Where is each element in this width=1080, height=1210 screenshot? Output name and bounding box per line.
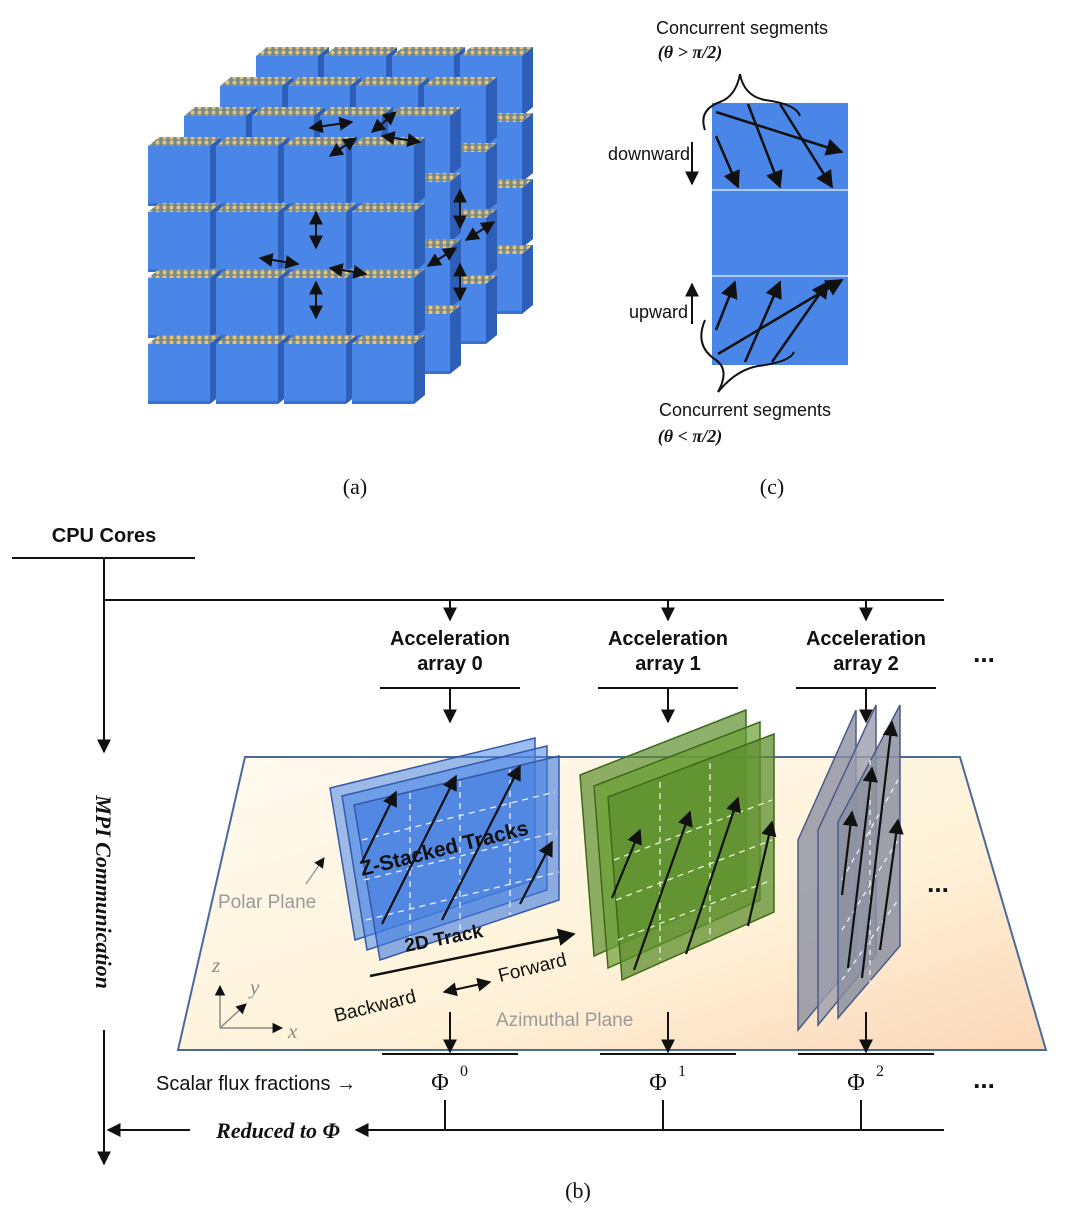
axis-y-label: y [248,975,260,999]
subdomain-block [284,269,357,338]
subdomain-block [352,137,425,206]
caption-c: (c) [760,474,784,499]
caption-b: (b) [565,1178,591,1203]
flux-index: 1 [678,1063,686,1080]
subdomain-block [148,269,221,338]
ellipsis-flux: ... [973,1064,995,1094]
array-title-line1: Acceleration [390,628,510,650]
subdomain-block [284,203,357,272]
subdomain-block [352,335,425,404]
blue-polar-plane-stack [329,737,560,961]
subdomain-block [148,203,221,272]
subdomain-block [216,203,289,272]
acceleration-array-1: Acceleration array 1 [598,600,738,724]
flux-index: 2 [876,1063,884,1080]
flux-symbol: Φ [847,1070,865,1096]
axis-x-label: x [287,1019,298,1043]
azimuthal-plane-label: Azimuthal Plane [496,1010,633,1031]
mpi-communication-label: MPI Communication [91,794,116,989]
polar-plane-label: Polar Plane [218,892,316,913]
green-polar-plane-stack [579,708,777,982]
top-segments-condition: (θ > π/2) [658,42,722,63]
reduced-to-phi-label: Reduced to Φ [215,1118,340,1143]
array-title-line2: array 2 [833,653,899,675]
subdomain-block [148,137,221,206]
flux-symbol: Φ [649,1070,667,1096]
panel-c-segments [714,103,844,363]
upward-label: upward [629,302,688,322]
ellipsis-arrays: ... [973,638,995,668]
subdomain-block [284,335,357,404]
array-title-line2: array 0 [417,653,483,675]
flux-index: 0 [460,1063,468,1080]
acceleration-array-2: Acceleration array 2 [796,600,936,724]
subdomain-block [216,137,289,206]
panel-a-arrows [258,111,496,320]
scalar-flux-label: Scalar flux fractions → [156,1073,356,1095]
subdomain-block [216,269,289,338]
acceleration-array-0: Acceleration array 0 [380,600,520,724]
cpu-cores-label: CPU Cores [52,525,156,547]
subdomain-block [148,335,221,404]
panel-c-braces [700,73,801,393]
axis-z-label: z [211,953,220,977]
ellipsis-planes: ... [927,868,949,898]
top-segments-label: Concurrent segments [656,18,828,38]
subdomain-block [216,335,289,404]
array-title-line1: Acceleration [608,628,728,650]
subdomain-block [284,137,357,206]
panel-a-cube-grid [148,47,533,404]
bottom-segments-label: Concurrent segments [659,400,831,420]
array-title-line2: array 1 [635,653,701,675]
panel-c-column [712,103,848,365]
xyz-axes [214,984,284,1034]
subdomain-block [352,269,425,338]
caption-a: (a) [343,474,367,499]
downward-label: downward [608,144,690,164]
array-title-line1: Acceleration [806,628,926,650]
subdomain-block [352,203,425,272]
gray-polar-plane-stack [797,704,904,1033]
bottom-segments-condition: (θ < π/2) [658,426,722,447]
flux-symbol: Φ [431,1070,449,1096]
